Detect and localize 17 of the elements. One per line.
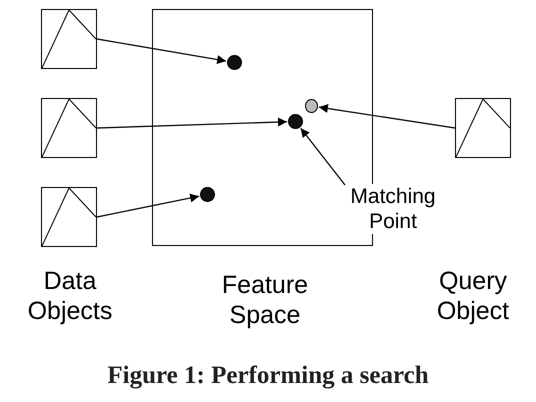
feature-point: [305, 99, 318, 113]
group-label: Data Objects: [26, 266, 114, 326]
feature-point: [288, 114, 303, 129]
feature-point: [200, 187, 215, 202]
feature-point: [227, 55, 242, 70]
group-label: Feature Space: [220, 270, 310, 330]
arrow: [96, 194, 200, 218]
arrow: [96, 118, 288, 129]
object-thumbnail: [455, 98, 511, 158]
group-label: Query Object: [436, 266, 510, 326]
arrow: [96, 38, 226, 64]
arrow: [300, 128, 346, 186]
arrow: [318, 104, 456, 129]
object-thumbnail: [41, 9, 97, 69]
object-thumbnail: [41, 98, 97, 158]
object-thumbnail: [41, 187, 97, 247]
figure-caption: Figure 1: Performing a search: [106, 362, 430, 390]
